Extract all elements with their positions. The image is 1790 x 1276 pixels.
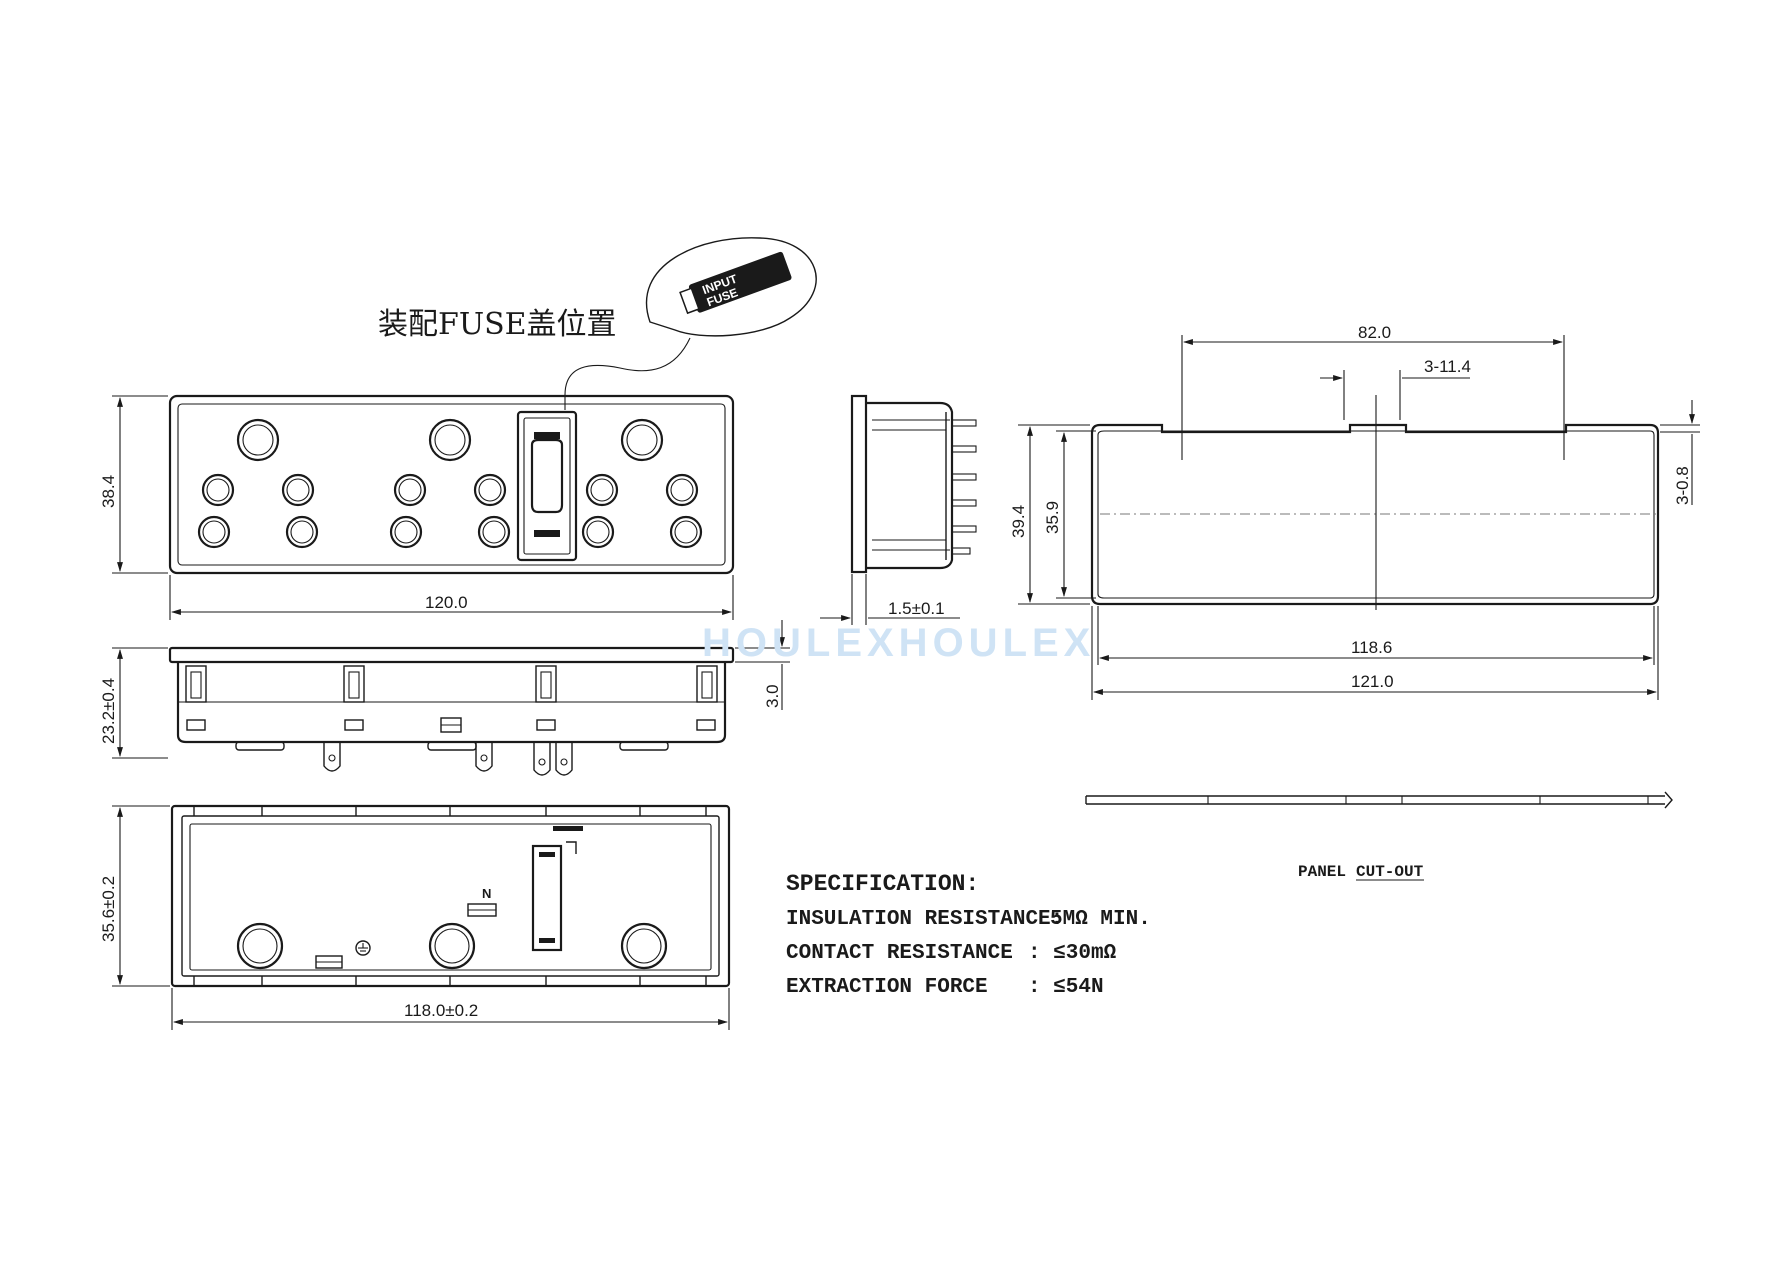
rear-view: N 118.0±0.2 35.6±0.2 <box>99 804 731 1030</box>
dim-rear-height: 35.6±0.2 <box>99 805 170 987</box>
dim-cutout-outer-height: 39.4 <box>1009 424 1090 605</box>
svg-text:121.0: 121.0 <box>1351 672 1394 691</box>
svg-text:38.4: 38.4 <box>99 475 118 508</box>
front-view: 120.0 38.4 <box>99 394 735 620</box>
panel-label: PANEL <box>1298 863 1346 881</box>
spec-insulation-value: 5MΩ MIN. <box>1050 908 1151 931</box>
fuse-cover-callout: 装配FUSE盖位置 INPUT FUSE <box>378 237 817 410</box>
cutout-section-strip <box>1085 791 1673 809</box>
fuse-cover-position-label: 装配FUSE盖位置 <box>378 307 617 342</box>
side-body <box>866 401 954 570</box>
dim-cutout-span: 82.0 <box>1181 323 1565 460</box>
svg-text:118.6: 118.6 <box>1351 638 1392 657</box>
cutout-outline <box>1090 423 1660 606</box>
socket-group-3 <box>581 418 703 549</box>
front-outline <box>168 394 735 575</box>
callout-bubble <box>645 237 817 337</box>
svg-text:39.4: 39.4 <box>1009 505 1028 538</box>
rear-boss-1 <box>236 922 284 970</box>
specification-block: SPECIFICATION: INSULATION RESISTANCE: 5M… <box>786 871 1151 999</box>
rear-fuse-slot <box>531 826 583 952</box>
watermark: HOULEXHOULEX <box>702 621 1095 665</box>
top-view: 23.2±0.4 3.0 <box>99 620 790 776</box>
svg-text:118.0±0.2: 118.0±0.2 <box>404 1001 478 1020</box>
svg-text:82.0: 82.0 <box>1358 323 1391 342</box>
front-inner-outline <box>177 403 726 566</box>
rear-inner <box>181 815 720 977</box>
dim-cutout-inner-width: 118.6 <box>1097 606 1655 665</box>
dim-cutout-outer-width: 121.0 <box>1091 606 1659 700</box>
side-pins <box>951 419 977 555</box>
spec-insulation-label: INSULATION RESISTANCE: <box>786 908 1063 931</box>
spec-title: SPECIFICATION: <box>786 871 979 897</box>
side-flange <box>850 394 868 574</box>
dim-cutout-slot-depth: 3-0.8 <box>1660 400 1700 505</box>
ground-symbol <box>355 940 371 956</box>
side-view: 1.5±0.1 <box>820 394 977 625</box>
svg-text:120.0: 120.0 <box>425 593 468 612</box>
spec-extraction-value: : ≤54N <box>1028 976 1104 999</box>
fuse-holder <box>516 410 578 562</box>
fuse-cap-icon: INPUT FUSE <box>679 251 792 315</box>
panel-cutout: 82.0 3-11.4 3-0.8 39.4 <box>1009 323 1700 881</box>
rear-outline <box>170 804 731 988</box>
svg-text:3.0: 3.0 <box>763 684 782 708</box>
socket-group-2 <box>389 418 511 549</box>
dim-top-offset: 3.0 <box>735 620 790 710</box>
socket-group-1 <box>197 418 319 549</box>
callout-leader-line <box>564 337 691 410</box>
svg-text:23.2±0.4: 23.2±0.4 <box>99 678 118 744</box>
rear-edge-ribs <box>193 806 707 986</box>
rear-boss-2 <box>428 922 476 970</box>
top-windows <box>186 717 716 733</box>
dim-rear-width: 118.0±0.2 <box>171 988 730 1030</box>
spec-extraction-label: EXTRACTION FORCE <box>786 976 988 999</box>
top-clips <box>185 665 718 703</box>
svg-text:35.6±0.2: 35.6±0.2 <box>99 876 118 942</box>
top-flange <box>168 646 735 664</box>
rear-boss-3 <box>620 922 668 970</box>
svg-text:3-0.8: 3-0.8 <box>1673 466 1692 505</box>
dim-side-flange: 1.5±0.1 <box>820 574 960 625</box>
spec-contact-value: : ≤30mΩ <box>1028 942 1117 965</box>
svg-text:35.9: 35.9 <box>1043 501 1062 534</box>
dim-top-height: 23.2±0.4 <box>99 647 168 759</box>
svg-text:3-11.4: 3-11.4 <box>1424 357 1471 376</box>
dim-cutout-slots: 3-11.4 <box>1320 357 1471 420</box>
svg-text:N: N <box>482 886 491 901</box>
svg-text:1.5±0.1: 1.5±0.1 <box>888 599 945 618</box>
dim-cutout-inner-height: 35.9 <box>1043 430 1096 599</box>
cutout-label: CUT-OUT <box>1356 863 1424 881</box>
dim-front-width: 120.0 <box>169 575 734 620</box>
spec-contact-label: CONTACT RESISTANCE <box>786 942 1013 965</box>
top-terminals <box>235 741 669 776</box>
neutral-marking: N <box>467 886 497 917</box>
dim-front-height: 38.4 <box>99 395 168 574</box>
